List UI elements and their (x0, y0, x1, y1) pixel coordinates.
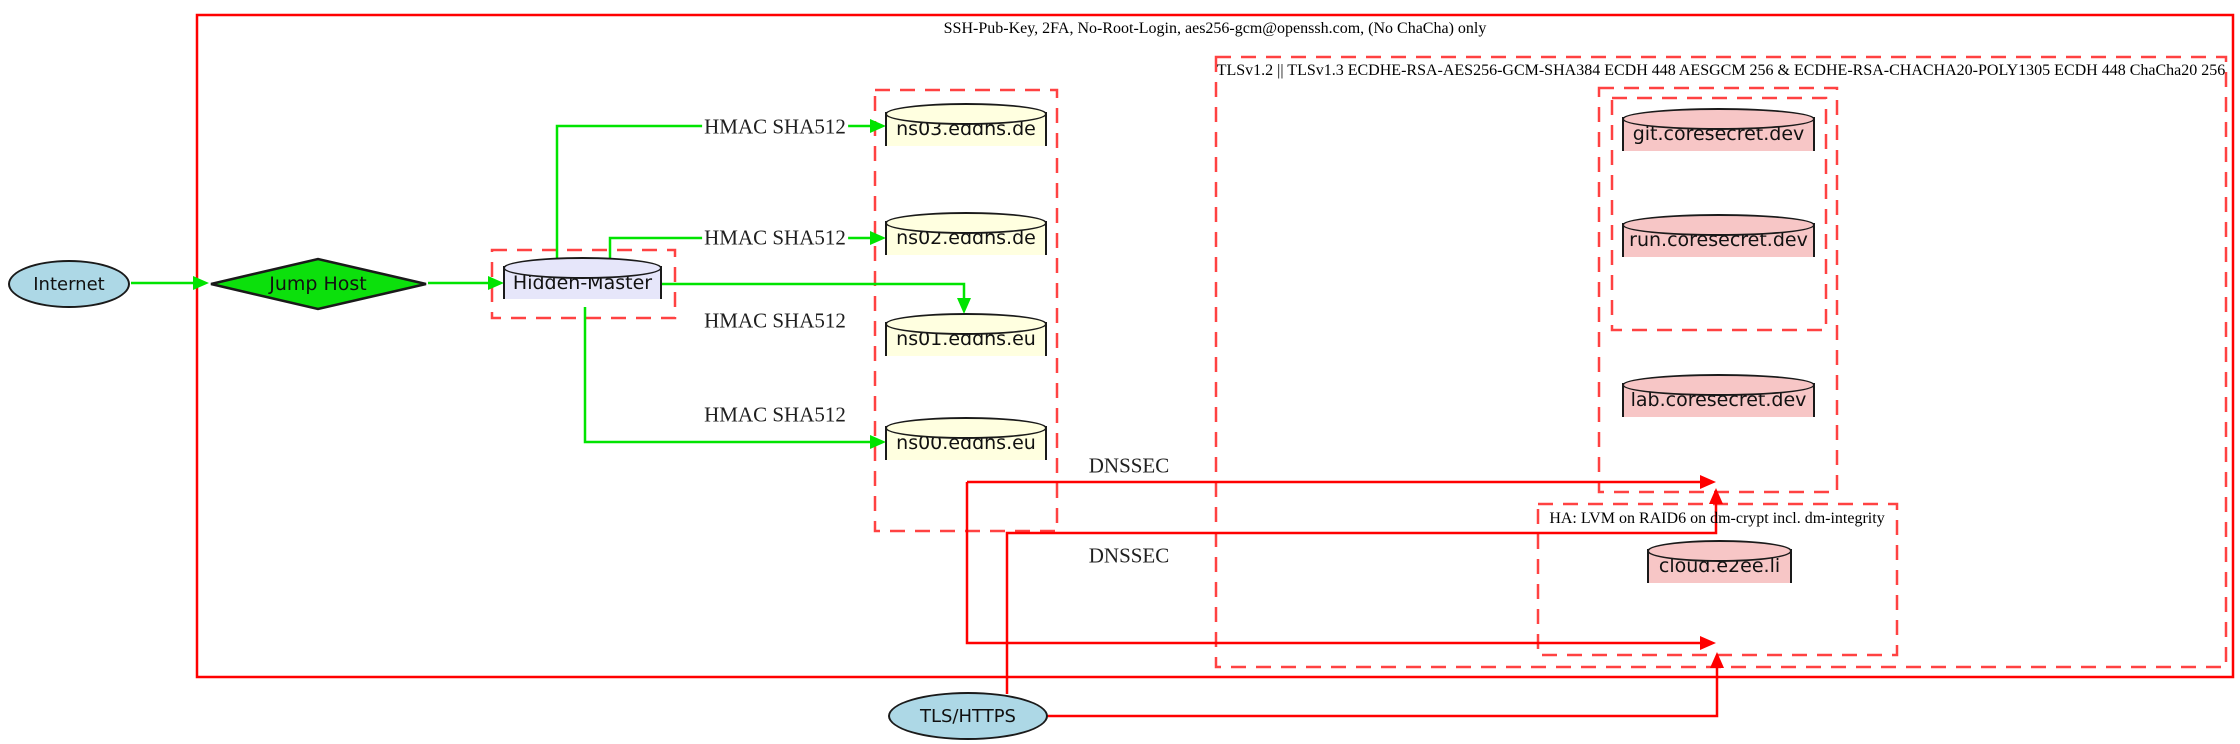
node-tls-https-label: TLS/HTTPS (919, 705, 1016, 727)
cluster-web-box (1597, 86, 1839, 494)
node-ns01-label: ns01.eddns.eu (896, 328, 1036, 350)
node-git-label: git.coresecret.dev (1632, 123, 1805, 145)
node-run: run.coresecret.dev (1622, 214, 1815, 266)
arrowhead-dnssec-ha (1700, 636, 1716, 650)
cluster-gitrun-box (1610, 96, 1828, 332)
node-lab-label: lab.coresecret.dev (1630, 389, 1807, 411)
jump-host-diamond (210, 257, 427, 311)
arrowhead-internet-jumphost (193, 276, 209, 290)
arrowhead-jumphost-hiddenmaster (488, 276, 504, 290)
arrowhead-dnssec-web (1700, 475, 1716, 489)
edge-label-hmac-ns00: HMAC SHA512 (702, 402, 848, 427)
edge-hiddenmaster-ns01 (662, 282, 966, 301)
node-hidden-master: Hidden-Master (503, 257, 662, 308)
node-jump-host-label: Jump Host (269, 273, 367, 295)
node-run-label: run.coresecret.dev (1629, 229, 1808, 251)
arrowhead-hiddenmaster-ns03 (870, 119, 886, 133)
arrowhead-tlshttps-ha (1710, 652, 1724, 668)
edge-dnssec-ha (965, 482, 1701, 645)
node-ns00: ns00.eddns.eu (885, 417, 1047, 469)
edge-label-dnssec-web: DNSSEC (1086, 453, 1172, 478)
node-ns01: ns01.eddns.eu (885, 313, 1047, 365)
node-internet: Internet (8, 260, 130, 308)
node-git: git.coresecret.dev (1622, 108, 1815, 160)
node-internet-label: Internet (33, 273, 105, 295)
node-ns00-label: ns00.eddns.eu (896, 432, 1036, 454)
edge-label-dnssec-ha: DNSSEC (1086, 543, 1172, 568)
cluster-ha-label: HA: LVM on RAID6 on dm-crypt incl. dm-in… (1549, 510, 1885, 527)
node-ns02-label: ns02.eddns.de (896, 227, 1036, 249)
arrowhead-hiddenmaster-ns00 (870, 435, 886, 449)
cluster-ssh-label: SSH-Pub-Key, 2FA, No-Root-Login, aes256-… (943, 20, 1487, 37)
node-tls-https: TLS/HTTPS (888, 692, 1048, 740)
node-hidden-master-label: Hidden-Master (512, 271, 653, 294)
cluster-tls-label: TLSv1.2 || TLSv1.3 ECDHE-RSA-AES256-GCM-… (1216, 62, 2226, 79)
node-lab: lab.coresecret.dev (1622, 374, 1815, 426)
edge-label-hmac-ns01: HMAC SHA512 (702, 308, 848, 333)
arrowhead-hiddenmaster-ns01 (957, 298, 971, 314)
edge-label-hmac-ns02: HMAC SHA512 (702, 225, 848, 250)
cluster-ssh-box (195, 13, 2235, 679)
edge-label-hmac-ns03: HMAC SHA512 (702, 114, 848, 139)
edge-tlshttps-ha (1047, 667, 1719, 718)
edge-tlshttps-web (1005, 503, 1718, 694)
arrowhead-hiddenmaster-ns02 (870, 231, 886, 245)
node-cloud: cloud.e2ee.li (1647, 540, 1792, 592)
edge-hiddenmaster-ns00 (583, 307, 872, 444)
node-ns03: ns03.eddns.de (885, 103, 1047, 155)
arrowhead-tlshttps-web (1709, 488, 1723, 504)
node-ns02: ns02.eddns.de (885, 212, 1047, 264)
node-cloud-label: cloud.e2ee.li (1658, 555, 1781, 577)
node-ns03-label: ns03.eddns.de (896, 118, 1036, 140)
cluster-ns-box (873, 88, 1059, 533)
node-jump-host: Jump Host (209, 258, 427, 310)
